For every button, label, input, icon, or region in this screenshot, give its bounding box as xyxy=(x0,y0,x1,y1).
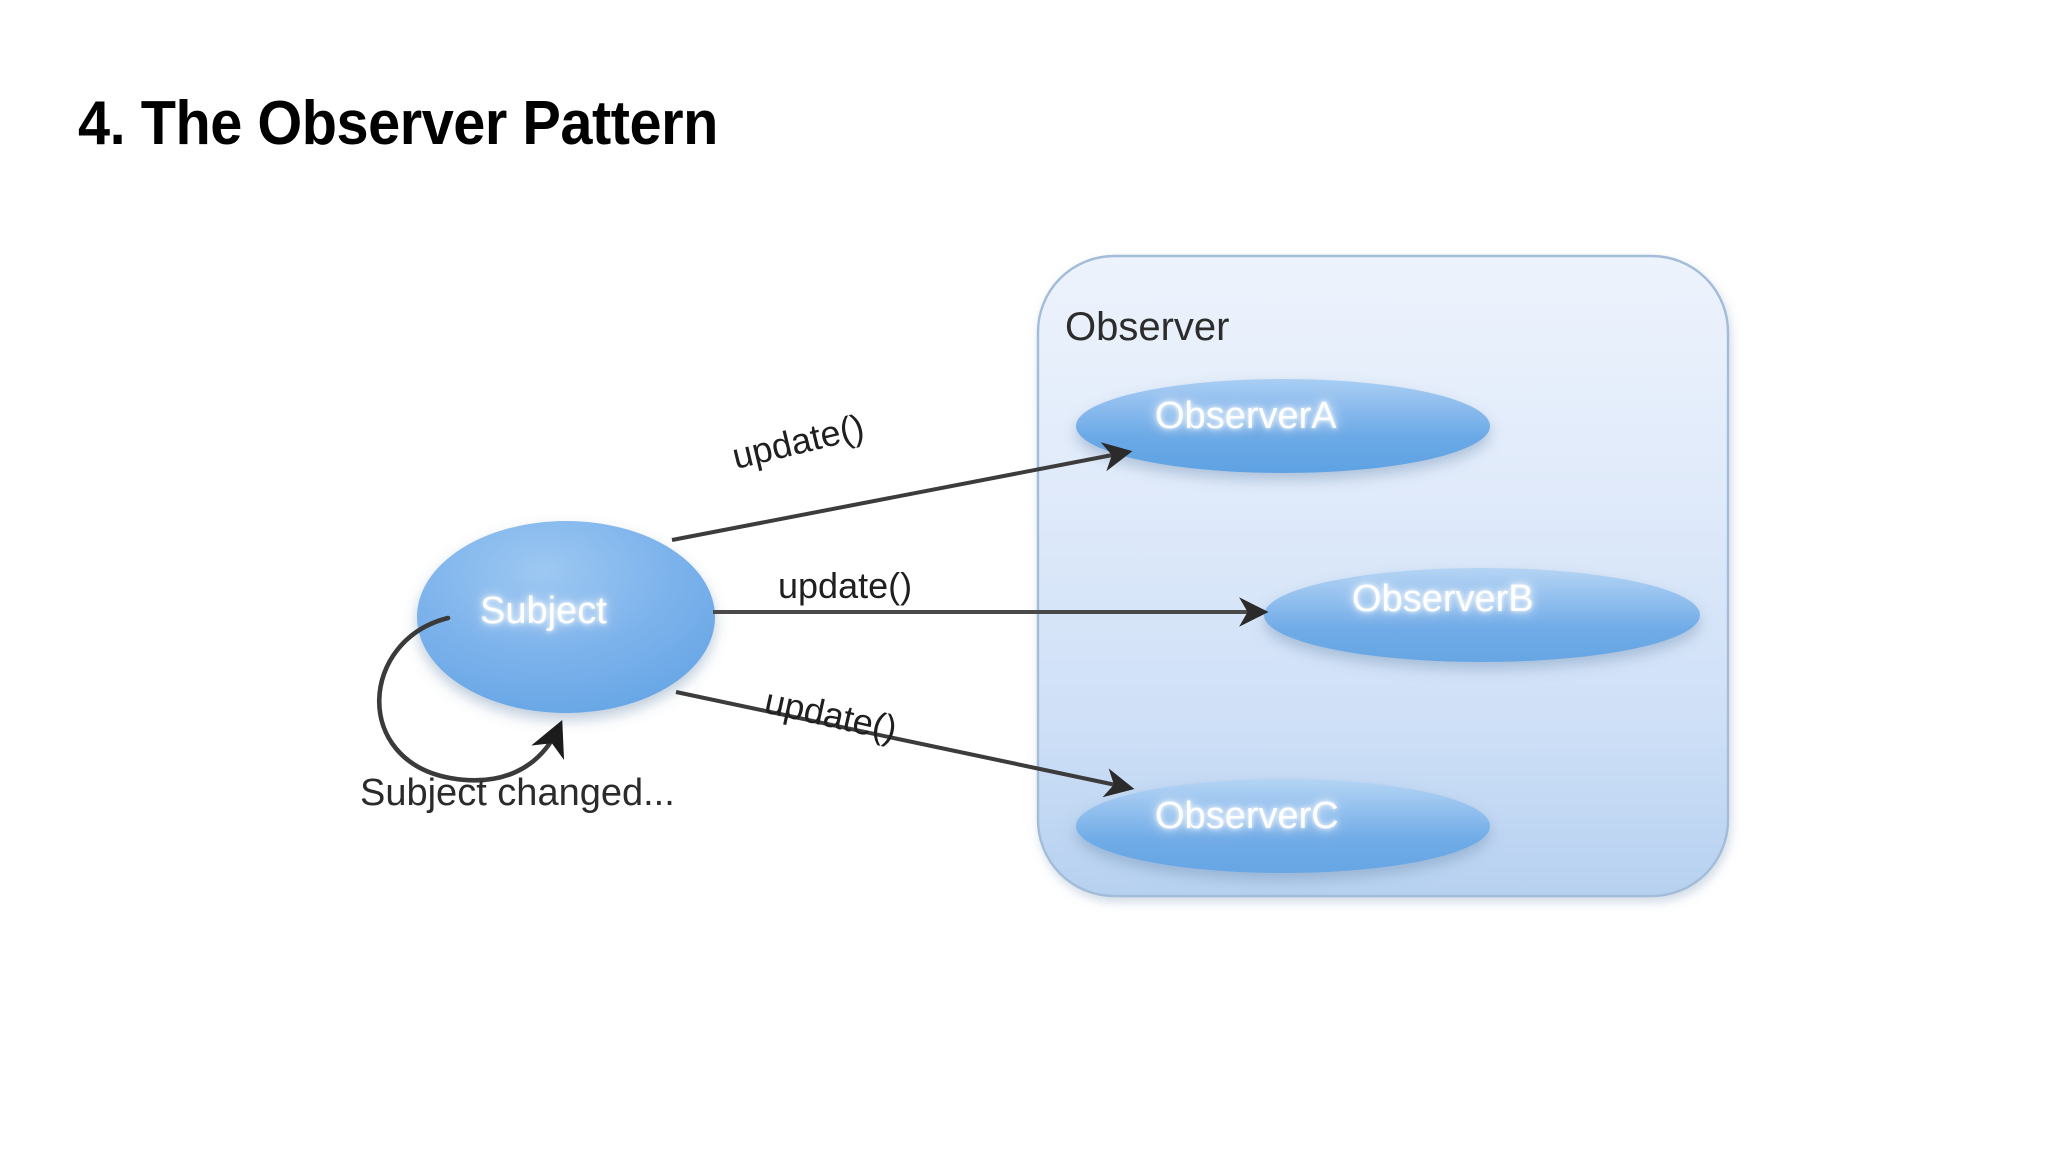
observer-c-node[interactable] xyxy=(1076,779,1490,873)
edge-subject-to-observer-c xyxy=(675,690,1135,798)
subject-ellipse[interactable] xyxy=(417,521,715,713)
observer-a-node[interactable] xyxy=(1076,379,1490,473)
edge-subject-to-observer-a xyxy=(671,442,1133,542)
observer-c-ellipse[interactable] xyxy=(1076,779,1490,873)
observer-a-ellipse[interactable] xyxy=(1076,379,1490,473)
page-title: 4. The Observer Pattern xyxy=(78,89,718,158)
observer-b-ellipse[interactable] xyxy=(1264,568,1700,662)
edge-subject-self-loop xyxy=(376,615,565,783)
subject-node[interactable] xyxy=(417,521,715,713)
observer-b-node[interactable] xyxy=(1264,568,1700,662)
